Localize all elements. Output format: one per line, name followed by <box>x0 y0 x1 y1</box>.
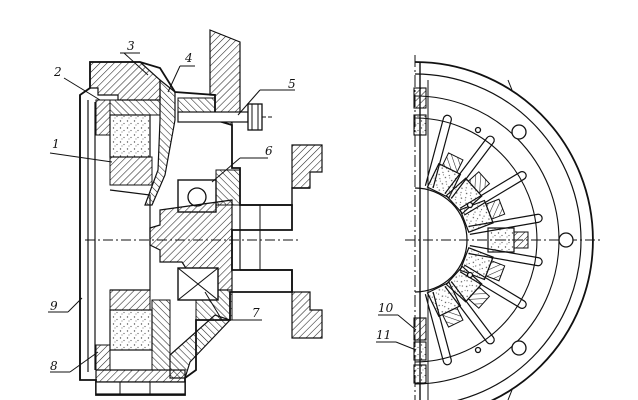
sectional-view <box>79 29 323 396</box>
callout-11: 11 <box>376 328 391 342</box>
slots <box>424 114 543 366</box>
outlet-flange-top <box>291 144 323 189</box>
callout-7: 7 <box>252 306 260 320</box>
bolt-holes <box>466 124 574 356</box>
callout-6: 6 <box>265 144 273 158</box>
hub-plate-bottom <box>109 289 151 311</box>
bolt-shank <box>177 111 249 123</box>
outlet-pipe <box>240 187 310 292</box>
outlet-flange-bottom <box>291 291 323 339</box>
callout-9: 9 <box>50 299 58 313</box>
callout-2: 2 <box>53 65 62 79</box>
wheel-bottom <box>109 309 153 351</box>
callout-1: 1 <box>52 137 60 151</box>
callouts-left: 1 2 3 4 5 6 7 8 9 <box>48 39 296 373</box>
callout-4: 4 <box>184 51 193 65</box>
clamp-block-11 <box>413 341 427 361</box>
wheel-top <box>109 114 151 158</box>
callout-3: 3 <box>127 39 135 53</box>
conical-disk <box>144 78 176 206</box>
bearing-ball <box>187 187 207 207</box>
top-flange <box>89 61 161 101</box>
lower-bracket <box>169 314 232 379</box>
clamp-block-10 <box>413 317 427 341</box>
lower-retainer <box>195 289 233 321</box>
callout-8: 8 <box>50 359 58 373</box>
base-bolt-strip <box>95 381 186 395</box>
wheel-top-cap <box>109 99 161 116</box>
lower-wall <box>151 299 171 371</box>
hub-plate-top <box>109 156 153 186</box>
callout-10: 10 <box>378 301 394 315</box>
front-half-view <box>405 55 600 400</box>
upper-bracket <box>209 29 241 126</box>
ring-bottom-left <box>95 344 111 371</box>
bolt-nut <box>247 103 263 131</box>
callout-5: 5 <box>288 77 296 91</box>
wheel-segments <box>426 152 529 328</box>
callouts-right: 10 11 <box>376 301 417 351</box>
ring-top-left <box>95 99 111 136</box>
